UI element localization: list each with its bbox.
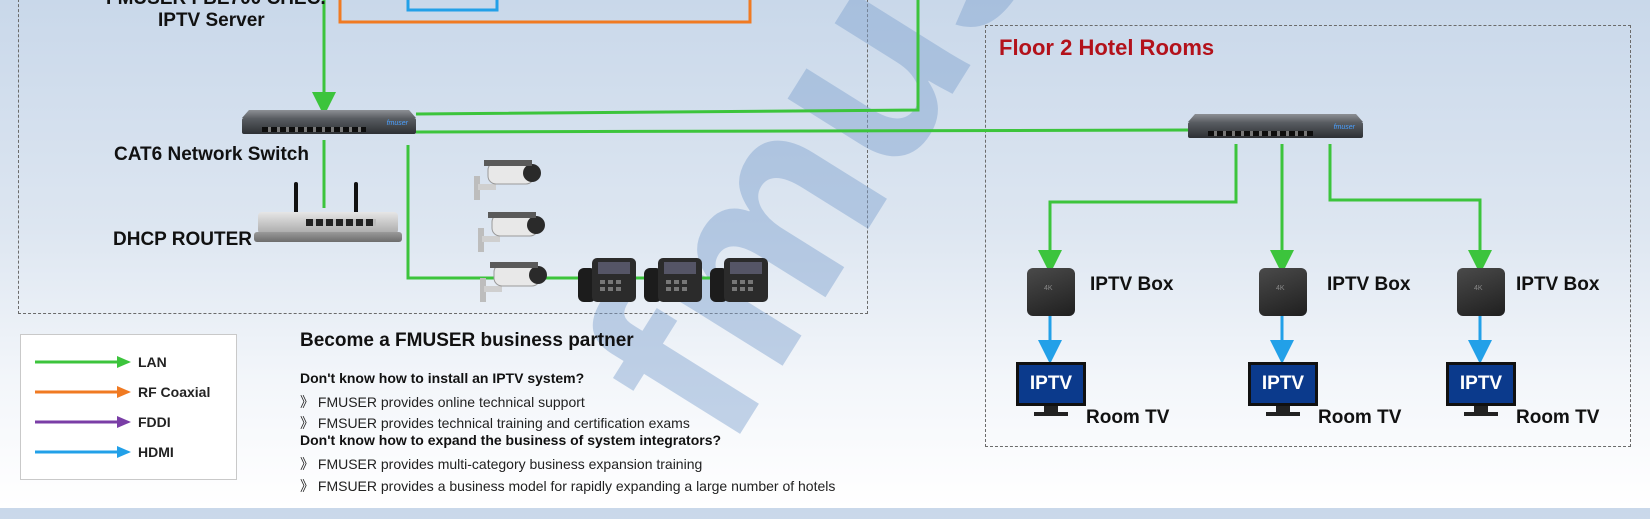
switch-brand: fmuser bbox=[386, 120, 408, 127]
iptv-box-icon bbox=[1027, 268, 1075, 316]
iptv-box-icon bbox=[1259, 268, 1307, 316]
router-antenna-left bbox=[294, 182, 298, 214]
partner-question-2: Don't know how to expand the business of… bbox=[300, 432, 722, 448]
iptv-box-label-1: IPTV Box bbox=[1090, 274, 1174, 295]
room-tv-label-1: Room TV bbox=[1086, 407, 1170, 428]
legend-item-rf-coaxial: RF Coaxial bbox=[33, 381, 228, 403]
ip-phone-icon bbox=[644, 254, 702, 302]
partner-question-1: Don't know how to install an IPTV system… bbox=[300, 370, 585, 386]
partner-item: 》 FMUSER provides online technical suppo… bbox=[300, 394, 585, 410]
floor1-region bbox=[18, 0, 868, 314]
lan-switch-to-floor2 bbox=[415, 128, 1191, 134]
legend-item-hdmi: HDMI bbox=[33, 441, 228, 463]
partner-item: 》 FMUSER provides multi-category busines… bbox=[300, 456, 703, 472]
router-antenna-right bbox=[354, 182, 358, 214]
server-label: IPTV Server bbox=[158, 10, 265, 31]
room-tv-icon: IPTV bbox=[1446, 362, 1516, 416]
router-base bbox=[254, 232, 402, 242]
iptv-box-label-3: IPTV Box bbox=[1516, 274, 1600, 295]
lan-to-box1 bbox=[1038, 144, 1238, 274]
ip-phone-icon bbox=[710, 254, 768, 302]
dhcp-router bbox=[254, 182, 402, 250]
iptv-box-icon bbox=[1457, 268, 1505, 316]
floor2-title: Floor 2 Hotel Rooms bbox=[999, 35, 1215, 60]
switch-brand: fmuser bbox=[1333, 124, 1355, 131]
ip-phone-icon bbox=[578, 254, 636, 302]
floor2-region bbox=[985, 25, 1631, 447]
server-label-partial: FMUSER FBE700 CHEC. bbox=[106, 0, 326, 10]
camera-icon bbox=[474, 158, 541, 200]
lan-switch-uplink bbox=[415, 0, 920, 116]
partner-item: 》 FMSUER provides a business model for r… bbox=[300, 478, 836, 494]
router-body bbox=[258, 212, 398, 234]
camera-icon bbox=[480, 260, 547, 302]
room-tv-icon: IPTV bbox=[1016, 362, 1086, 416]
connection-wires bbox=[312, 0, 1492, 364]
router-label: DHCP ROUTER bbox=[113, 229, 252, 250]
iptv-box-label-2: IPTV Box bbox=[1327, 274, 1411, 295]
legend-item-fddi: FDDI bbox=[33, 411, 228, 433]
lan-to-box3 bbox=[1328, 144, 1492, 274]
network-switch: fmuser bbox=[242, 110, 416, 140]
room-tv-label-3: Room TV bbox=[1516, 407, 1600, 428]
floor2-switch: fmuser bbox=[1188, 114, 1363, 144]
partner-heading: Become a FMUSER business partner bbox=[300, 330, 634, 351]
legend-item-lan: LAN bbox=[33, 351, 228, 373]
camera-icon bbox=[478, 210, 545, 252]
rf-coax-wire bbox=[338, 0, 752, 24]
room-tv-label-2: Room TV bbox=[1318, 407, 1402, 428]
room-tv-icon: IPTV bbox=[1248, 362, 1318, 416]
legend: LAN RF Coaxial FDDI HDMI bbox=[20, 334, 237, 480]
hdmi-wire-top bbox=[406, 0, 499, 12]
switch-label: CAT6 Network Switch bbox=[114, 144, 309, 165]
partner-item: 》 FMSUER provides technical training and… bbox=[300, 415, 690, 431]
